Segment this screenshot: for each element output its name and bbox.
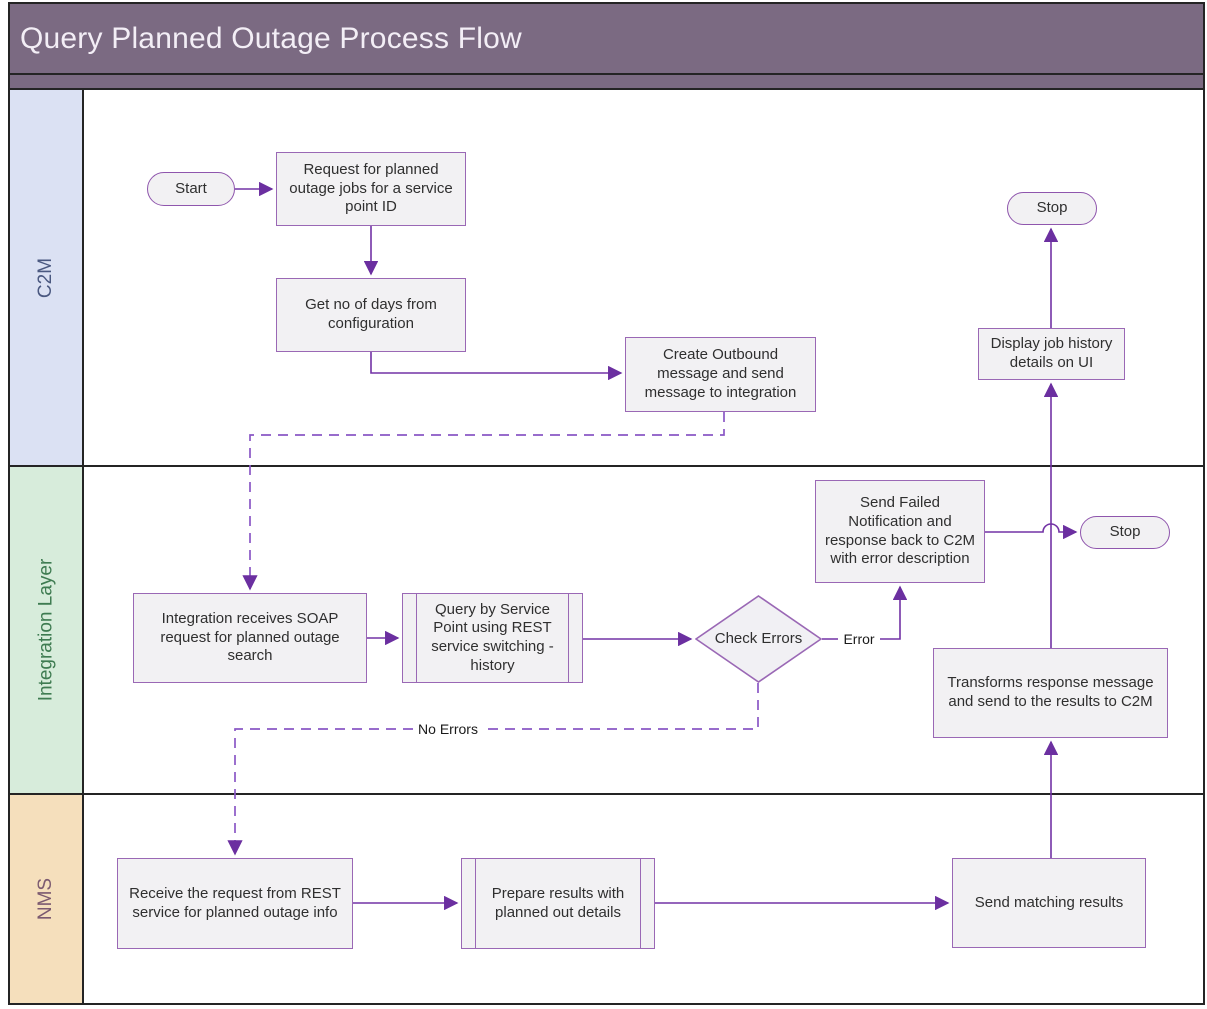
node-get-days-config: Get no of days from configuration [276, 278, 466, 352]
node-send-matching-results: Send matching results [952, 858, 1146, 948]
edge-sendfailed-to-stop [985, 523, 1078, 540]
edge-checkerrors-noerrors-to-receiverequest-dashed [227, 683, 759, 856]
node-display-job-history-label: Display job history details on UI [990, 335, 1113, 371]
node-get-days-config-label: Get no of days from configuration [305, 296, 437, 332]
node-check-errors: Check Errors [695, 595, 822, 683]
diagram-title: Query Planned Outage Process Flow [20, 21, 522, 55]
node-check-errors-label: Check Errors [714, 629, 803, 647]
phase-header-strip [10, 75, 1203, 90]
node-send-matching-results-label: Send matching results [974, 893, 1124, 911]
node-create-outbound: Create Outbound message and send message… [625, 337, 816, 412]
node-transforms-response-label: Transforms response message and send to … [947, 674, 1154, 710]
node-transforms-response: Transforms response message and send to … [933, 648, 1168, 738]
edge-label-error: Error [838, 630, 880, 648]
edge-label-no-errors: No Errors [413, 720, 483, 738]
node-stop-error: Stop [1080, 516, 1170, 549]
node-integration-receives-soap-label: Integration receives SOAP request for pl… [160, 609, 340, 665]
node-receive-rest-request: Receive the request from REST service fo… [117, 858, 353, 949]
node-send-failed-notification-label: Send Failed Notification and response ba… [824, 494, 976, 568]
lane-nms-label-cell: NMS [10, 795, 84, 1003]
node-prepare-results-label: Prepare results with planned out details [491, 884, 625, 921]
lane-integration-label-cell: Integration Layer [10, 467, 84, 793]
node-integration-receives-soap: Integration receives SOAP request for pl… [133, 593, 367, 683]
node-send-failed-notification: Send Failed Notification and response ba… [815, 480, 985, 583]
edge-getdays-to-createoutbound [370, 352, 623, 381]
node-start: Start [147, 172, 235, 206]
node-stop-error-label: Stop [1109, 523, 1141, 541]
node-query-service-point-label: Query by Service Point using REST servic… [431, 600, 554, 674]
lane-c2m-label-cell: C2M [10, 90, 84, 465]
node-request-planned-outage-label: Request for planned outage jobs for a se… [289, 160, 453, 216]
node-stop-main: Stop [1007, 192, 1097, 225]
edge-createoutbound-to-integrationreceives-dashed [242, 412, 725, 591]
node-prepare-results: Prepare results with planned out details [461, 858, 655, 949]
diagram-frame: Query Planned Outage Process Flow C2M In… [8, 2, 1205, 1005]
node-start-label: Start [175, 179, 207, 197]
node-query-service-point: Query by Service Point using REST servic… [402, 593, 583, 683]
node-stop-main-label: Stop [1036, 199, 1068, 217]
diagram-title-bar: Query Planned Outage Process Flow [10, 4, 1203, 75]
node-receive-rest-request-label: Receive the request from REST service fo… [129, 884, 341, 921]
node-create-outbound-label: Create Outbound message and send message… [644, 346, 797, 401]
decision-diamond-shape [695, 595, 822, 683]
node-request-planned-outage: Request for planned outage jobs for a se… [276, 152, 466, 226]
node-display-job-history: Display job history details on UI [978, 328, 1125, 380]
